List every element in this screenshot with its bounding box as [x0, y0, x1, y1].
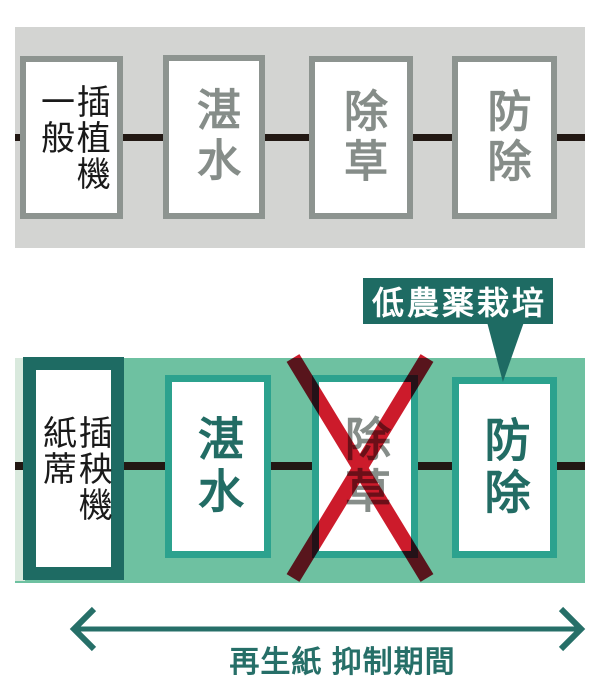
- timeline-connector-bottom: [15, 462, 585, 470]
- period-caption: 再生紙 抑制期間: [229, 646, 456, 679]
- box-conventional-transplanter: 一般 插植機: [20, 56, 123, 219]
- box-label: 除草: [337, 87, 386, 188]
- box-flooding-bottom: 湛水: [165, 375, 271, 558]
- box-label: 湛水: [192, 414, 244, 519]
- box-weeding-top: 除草: [309, 56, 413, 219]
- timeline-connector-top: [15, 134, 585, 141]
- red-cross-icon: [286, 354, 434, 582]
- callout-label: 低農薬栽培: [363, 278, 553, 324]
- box-flooding-top: 湛水: [163, 55, 265, 219]
- vertical-text-columns: 一般 插植機: [35, 83, 109, 192]
- box-pest-control-bottom: 防除: [452, 377, 557, 558]
- box-label: 湛水: [190, 87, 239, 187]
- column-left: 一般: [35, 83, 73, 156]
- vertical-text-columns: 紙蓆 插秧機: [37, 414, 111, 523]
- box-label: 防除: [478, 415, 531, 520]
- column-right: 插秧機: [73, 414, 111, 523]
- box-pest-control-top: 防除: [452, 56, 557, 219]
- box-label: 防除: [480, 87, 530, 188]
- double-arrow-icon: [69, 606, 586, 652]
- column-left: 紙蓆: [37, 414, 75, 487]
- column-right: 插植機: [71, 83, 109, 192]
- box-paper-mulch-transplanter: 紙蓆 插秧機: [23, 357, 124, 580]
